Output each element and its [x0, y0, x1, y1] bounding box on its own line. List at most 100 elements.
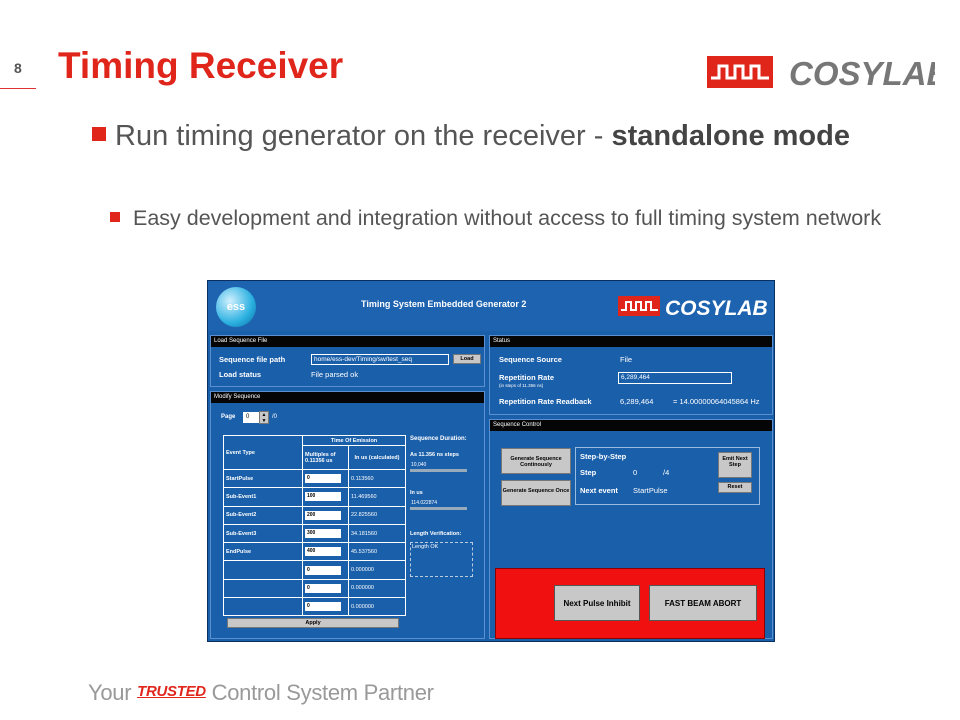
- us-cell: 0.000000: [348, 578, 406, 599]
- multiples-input[interactable]: 0: [305, 565, 341, 575]
- sequence-control-panel: Sequence Control Generate Sequence Conti…: [489, 419, 773, 639]
- table-row: 0 0.000000: [223, 560, 406, 580]
- us-cell: 0.000000: [348, 597, 406, 617]
- tagline: Your TRUSTED Control System Partner: [88, 680, 434, 706]
- duration-label: Sequence Duration:: [410, 436, 467, 442]
- event-cell: [223, 560, 303, 580]
- rate-sub-label: (in steps of 11.356 ns): [499, 383, 544, 388]
- duration-steps-value: 10,040: [411, 462, 427, 468]
- duration-us-label: In us: [410, 490, 423, 496]
- panel-header: Sequence Control: [490, 420, 772, 431]
- multiples-input[interactable]: 0: [305, 602, 341, 612]
- bullet-level2: Easy development and integration without…: [110, 203, 890, 233]
- app-header: ess Timing System Embedded Generator 2 C…: [208, 281, 774, 331]
- multiples-input[interactable]: 200: [305, 510, 341, 520]
- status-panel: Status Sequence Source File Repetition R…: [489, 335, 773, 415]
- event-cell: Sub-Event3: [223, 523, 303, 544]
- cosylab-logo: COSYLAB: [707, 55, 935, 92]
- length-verification-value: Length OK: [412, 544, 439, 550]
- us-cell: 22.825560: [348, 505, 406, 525]
- multiples-input[interactable]: 100: [305, 492, 341, 502]
- load-status-value: File parsed ok: [311, 370, 359, 379]
- col-time-of-emission: Time Of Emission: [302, 435, 406, 446]
- length-verification-box: Length OK: [410, 542, 473, 577]
- panel-header: Modify Sequence: [211, 392, 484, 403]
- us-cell: 11.469560: [348, 487, 406, 507]
- event-cell: EndPulse: [223, 542, 303, 562]
- generate-continuous-button[interactable]: Generate Sequence Continously: [501, 448, 571, 474]
- step-of: /4: [663, 468, 670, 477]
- fast-beam-abort-button[interactable]: FAST BEAM ABORT: [649, 585, 757, 621]
- step-value: 0: [633, 468, 638, 477]
- reset-button[interactable]: Reset: [718, 482, 752, 493]
- us-cell: 0.113560: [348, 468, 406, 489]
- table-row: 0 0.000000: [223, 597, 406, 617]
- rate-label: Repetition Rate: [499, 373, 555, 382]
- bullet-square-icon: [92, 127, 106, 141]
- slide-number-rule: [0, 88, 36, 89]
- bullet-level1-bold: standalone mode: [611, 120, 850, 152]
- slide-number: 8: [14, 60, 22, 76]
- duration-us-bar: [410, 507, 467, 510]
- panel-header: Status: [490, 336, 772, 347]
- next-pulse-inhibit-button[interactable]: Next Pulse Inhibit: [554, 585, 640, 621]
- load-button[interactable]: Load: [453, 354, 481, 364]
- load-status-label: Load status: [219, 370, 262, 379]
- path-label: Sequence file path: [219, 355, 286, 364]
- duration-steps-label: As 11.356 ns steps: [410, 452, 459, 458]
- slide-title: Timing Receiver: [58, 45, 344, 86]
- repetition-rate-input[interactable]: 6,289,464: [618, 372, 732, 384]
- event-cell: Sub-Event2: [223, 505, 303, 525]
- duration-us-value: 114.022874: [411, 500, 438, 506]
- sequence-table: Event Type Time Of Emission Multiples of…: [223, 435, 406, 617]
- next-event-label: Next event: [580, 486, 618, 495]
- apply-button[interactable]: Apply: [227, 618, 399, 628]
- col-multiples: Multiples of 0.11356 us: [302, 445, 349, 470]
- us-cell: 34.181560: [348, 523, 406, 544]
- col-in-us: In us (calculated): [348, 445, 406, 470]
- bullet-square-icon: [110, 212, 120, 222]
- app-logo-text: COSYLAB: [665, 297, 768, 319]
- step-by-step-title: Step-by-Step: [580, 452, 627, 461]
- page-stepper[interactable]: ▲▼: [259, 411, 269, 424]
- next-event-value: StartPulse: [633, 486, 668, 495]
- page-of: /0: [272, 414, 278, 420]
- emit-next-step-button[interactable]: Emit Next Step: [718, 452, 752, 478]
- load-sequence-panel: Load Sequence File Sequence file path ho…: [210, 335, 485, 387]
- event-cell: StartPulse: [223, 468, 303, 489]
- event-cell: Sub-Event1: [223, 487, 303, 507]
- us-cell: 45.537560: [348, 542, 406, 562]
- multiples-input[interactable]: 300: [305, 529, 341, 539]
- ess-logo: ess: [216, 287, 256, 327]
- page-input[interactable]: 0: [243, 412, 259, 423]
- generate-once-button[interactable]: Generate Sequence Once: [501, 480, 571, 506]
- app-cosylab-logo: COSYLAB: [618, 296, 768, 319]
- duration-steps-bar: [410, 469, 467, 472]
- tagline-your: Your: [88, 680, 132, 705]
- panel-header: Load Sequence File: [211, 336, 484, 347]
- app-title: Timing System Embedded Generator 2: [361, 299, 527, 309]
- multiples-input[interactable]: 0: [305, 583, 341, 593]
- bullet-level2-text: Easy development and integration without…: [133, 206, 882, 230]
- table-row: 0 0.000000: [223, 578, 406, 599]
- readback-value: 6,289,464: [620, 397, 654, 406]
- bullet-level1: Run timing generator on the receiver - s…: [92, 117, 852, 155]
- source-label: Sequence Source: [499, 355, 562, 364]
- col-event-type: Event Type: [223, 435, 303, 470]
- step-label: Step: [580, 468, 597, 477]
- us-cell: 0.000000: [348, 560, 406, 580]
- multiples-input[interactable]: 0: [305, 474, 341, 484]
- step-by-step-group: Step-by-Step Step 0 /4 Next event StartP…: [575, 447, 760, 505]
- sequence-path-input[interactable]: home/ess-dev/Timing/sw/test_seq: [311, 354, 449, 365]
- abort-panel: Next Pulse Inhibit FAST BEAM ABORT: [495, 568, 765, 639]
- modify-sequence-panel: Modify Sequence Page 0 ▲▼ /0 Event Type …: [210, 391, 485, 639]
- tagline-rest: Control System Partner: [211, 680, 434, 705]
- event-cell: [223, 597, 303, 617]
- event-cell: [223, 578, 303, 599]
- length-verification-label: Length Verification:: [410, 531, 462, 537]
- multiples-input[interactable]: 400: [305, 547, 341, 557]
